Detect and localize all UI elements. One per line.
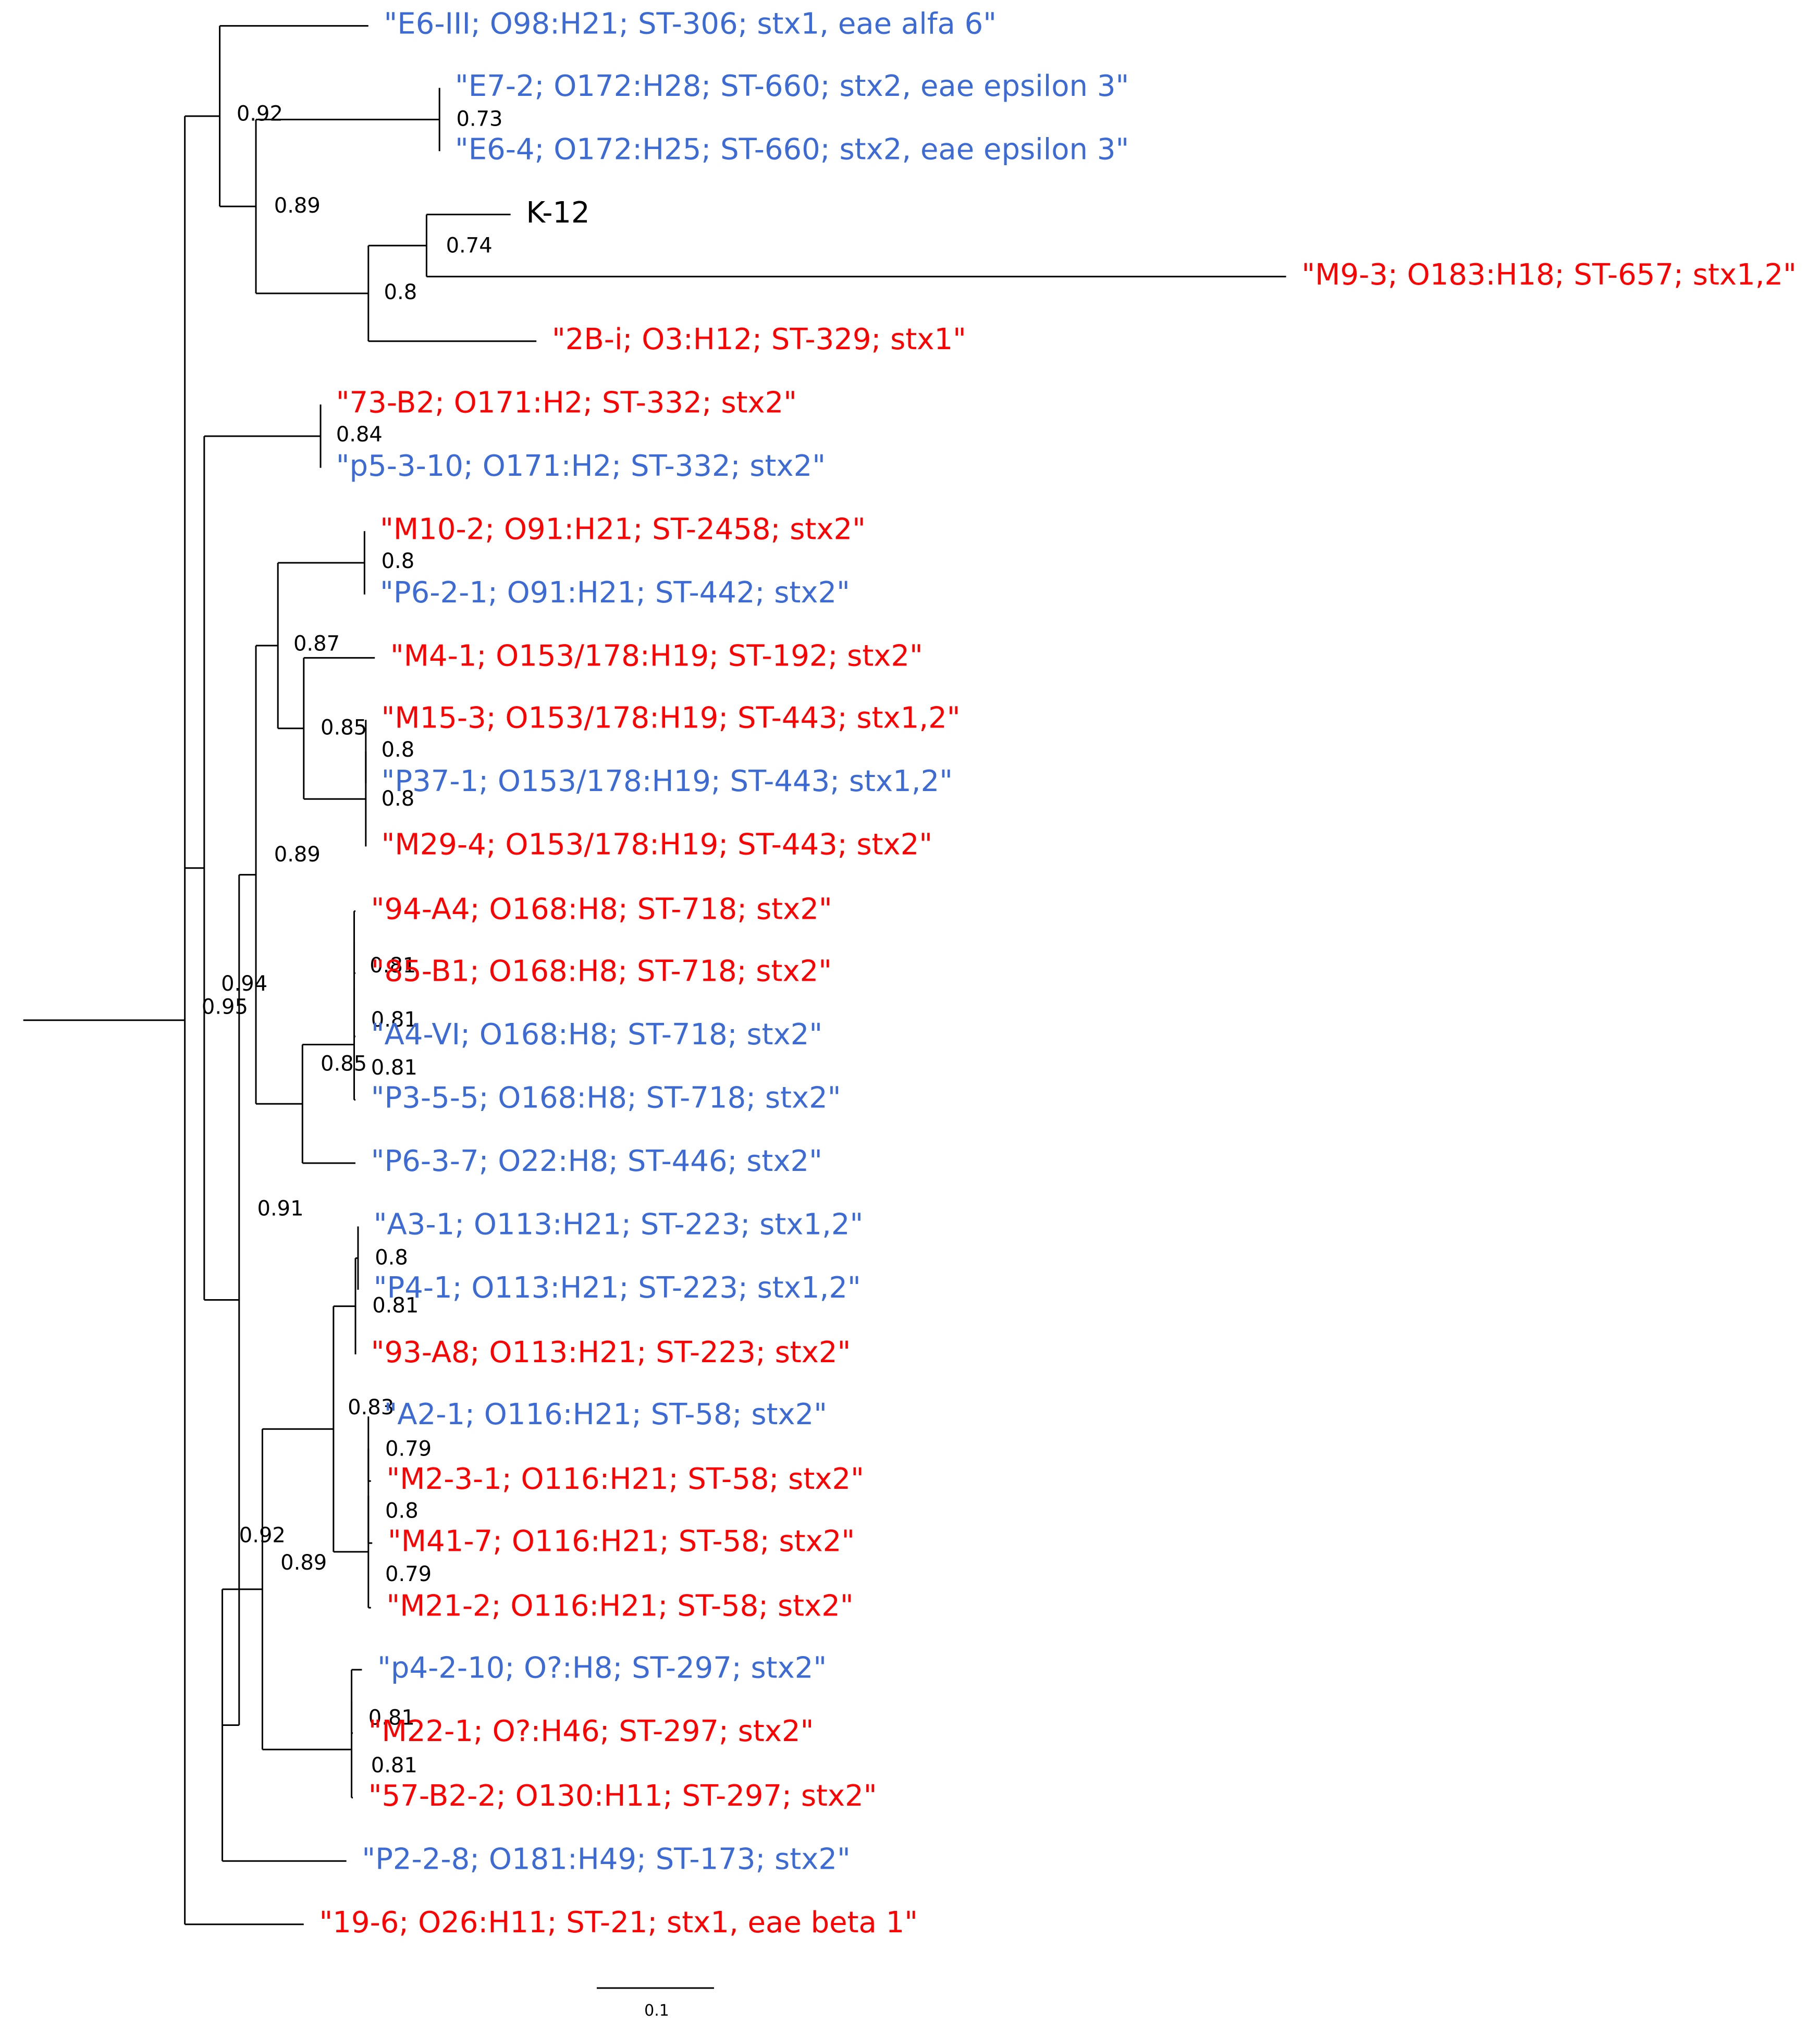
leaf-label: "p5-3-10; O171:H2; ST-332; stx2" bbox=[336, 449, 826, 483]
support-value: 0.8 bbox=[382, 549, 415, 573]
support-value: 0.81 bbox=[370, 954, 416, 978]
leaf-label: "M15-3; O153/178:H19; ST-443; stx1,2" bbox=[382, 701, 961, 735]
leaf-label: "73-B2; O171:H2; ST-332; stx2" bbox=[336, 386, 797, 419]
leaf-label: "M10-2; O91:H21; ST-2458; stx2" bbox=[380, 512, 866, 546]
leaf-label: "E7-2; O172:H28; ST-660; stx2, eae epsil… bbox=[455, 69, 1129, 103]
leaf-label: "M22-1; O?:H46; ST-297; stx2" bbox=[368, 1714, 814, 1748]
support-value: 0.84 bbox=[336, 423, 383, 447]
support-value: 0.89 bbox=[274, 843, 321, 867]
leaf-labels: "E6-III; O98:H21; ST-306; stx1, eae alfa… bbox=[319, 7, 1797, 1940]
leaf-label: "P37-1; O153/178:H19; ST-443; stx1,2" bbox=[382, 764, 953, 798]
support-value: 0.81 bbox=[371, 1056, 417, 1080]
support-value: 0.92 bbox=[237, 102, 283, 126]
leaf-label: "P3-5-5; O168:H8; ST-718; stx2" bbox=[371, 1081, 841, 1115]
leaf-label: "19-6; O26:H11; ST-21; stx1, eae beta 1" bbox=[319, 1906, 918, 1940]
support-value: 0.85 bbox=[321, 716, 367, 740]
scale-bar-label: 0.1 bbox=[644, 2002, 669, 2020]
support-value: 0.89 bbox=[274, 194, 321, 218]
leaf-label: "M29-4; O153/178:H19; ST-443; stx2" bbox=[382, 828, 933, 862]
support-value: 0.81 bbox=[371, 1008, 417, 1032]
leaf-label: "E6-III; O98:H21; ST-306; stx1, eae alfa… bbox=[384, 7, 997, 41]
support-value: 0.89 bbox=[280, 1551, 327, 1575]
support-value: 0.81 bbox=[371, 1754, 417, 1778]
tree-branches bbox=[23, 25, 1286, 1926]
leaf-label: "2B-i; O3:H12; ST-329; stx1" bbox=[552, 323, 966, 356]
leaf-label: "P4-1; O113:H21; ST-223; stx1,2" bbox=[374, 1271, 861, 1305]
support-value: 0.79 bbox=[385, 1437, 432, 1461]
support-value: 0.81 bbox=[368, 1706, 415, 1730]
support-value: 0.8 bbox=[382, 738, 415, 762]
support-value: 0.83 bbox=[348, 1396, 394, 1420]
support-value: 0.85 bbox=[321, 1052, 367, 1076]
support-value: 0.73 bbox=[456, 107, 502, 131]
scale-bar: 0.1 bbox=[597, 1987, 714, 2020]
support-value: 0.74 bbox=[446, 234, 493, 258]
support-value: 0.94 bbox=[221, 972, 267, 996]
leaf-label: "57-B2-2; O130:H11; ST-297; stx2" bbox=[368, 1779, 877, 1813]
leaf-label: "M9-3; O183:H18; ST-657; stx1,2" bbox=[1301, 258, 1797, 292]
leaf-label: "A3-1; O113:H21; ST-223; stx1,2" bbox=[374, 1208, 864, 1242]
leaf-label: "M4-1; O153/178:H19; ST-192; stx2" bbox=[390, 639, 923, 673]
leaf-label: K-12 bbox=[526, 196, 589, 230]
support-value: 0.8 bbox=[382, 787, 415, 811]
support-value: 0.91 bbox=[257, 1196, 304, 1220]
leaf-label: "P6-2-1; O91:H21; ST-442; stx2" bbox=[380, 576, 850, 610]
leaf-label: "85-B1; O168:H8; ST-718; stx2" bbox=[371, 955, 832, 989]
leaf-label: "93-A8; O113:H21; ST-223; stx2" bbox=[371, 1336, 851, 1369]
leaf-label: "P6-3-7; O22:H8; ST-446; stx2" bbox=[371, 1144, 822, 1178]
leaf-label: "M21-2; O116:H21; ST-58; stx2" bbox=[387, 1589, 854, 1623]
support-value: 0.92 bbox=[239, 1524, 286, 1548]
leaf-label: "A2-1; O116:H21; ST-58; stx2" bbox=[384, 1398, 827, 1431]
leaf-label: "M41-7; O116:H21; ST-58; stx2" bbox=[388, 1524, 855, 1558]
support-value: 0.79 bbox=[385, 1562, 432, 1586]
support-value: 0.95 bbox=[202, 995, 248, 1019]
leaf-label: "p4-2-10; O?:H8; ST-297; stx2" bbox=[377, 1651, 827, 1685]
support-value: 0.8 bbox=[384, 280, 417, 304]
support-value: 0.87 bbox=[293, 632, 340, 656]
support-value: 0.8 bbox=[385, 1499, 419, 1523]
leaf-label: "A4-VI; O168:H8; ST-718; stx2" bbox=[371, 1018, 822, 1052]
leaf-label: "P2-2-8; O181:H49; ST-173; stx2" bbox=[362, 1842, 850, 1876]
leaf-label: "94-A4; O168:H8; ST-718; stx2" bbox=[371, 893, 832, 927]
support-value: 0.8 bbox=[375, 1246, 408, 1270]
support-value: 0.81 bbox=[372, 1293, 419, 1317]
leaf-label: "M2-3-1; O116:H21; ST-58; stx2" bbox=[387, 1462, 864, 1496]
leaf-label: "E6-4; O172:H25; ST-660; stx2, eae epsil… bbox=[455, 132, 1129, 166]
support-values: 0.73 0.92 0.89 0.74 0.8 0.84 0.8 0.8 0.8 0.85 0.87… bbox=[202, 102, 503, 1778]
